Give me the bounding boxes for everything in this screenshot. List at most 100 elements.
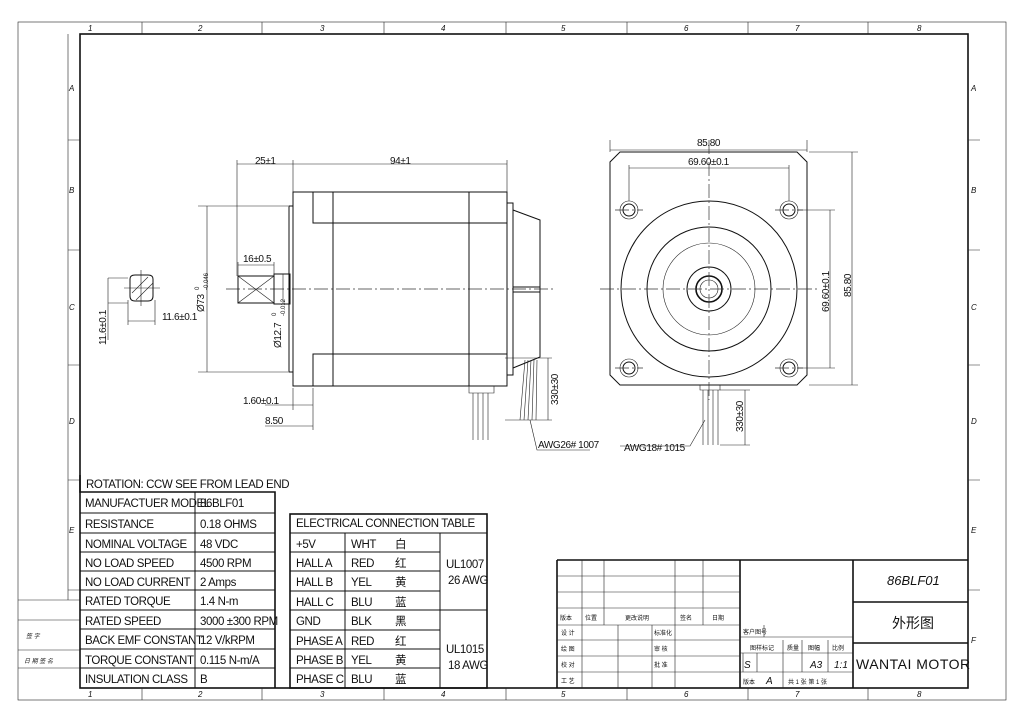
dim-hole-spacing: 69.60±0.1 bbox=[688, 157, 730, 168]
connection-signal: GND bbox=[296, 616, 320, 628]
spec-value: 3000 ±300 RPM bbox=[200, 616, 278, 628]
spec-label: INSULATION CLASS bbox=[85, 674, 188, 686]
row-e: E bbox=[69, 526, 75, 535]
col-2-bottom: 2 bbox=[197, 690, 203, 699]
row-a-right: A bbox=[970, 84, 976, 93]
row-a: A bbox=[68, 84, 74, 93]
connection-color: BLU bbox=[351, 674, 372, 686]
col-1-bottom: 1 bbox=[88, 690, 92, 699]
dim-pilot-tol-upper: 0 bbox=[195, 286, 201, 290]
row-c-right: C bbox=[971, 303, 977, 312]
row-b: B bbox=[69, 186, 75, 195]
mark-label: 图样标记 bbox=[750, 644, 774, 652]
connection-signal: PHASE C bbox=[296, 674, 344, 686]
specs-table: ROTATION: CCW SEE FROM LEAD END MANUFACT… bbox=[79, 475, 290, 688]
spec-label: NOMINAL VOLTAGE bbox=[85, 539, 188, 551]
dim-pilot-height: 1.60±0.1 bbox=[243, 396, 279, 407]
mark-value: S bbox=[744, 660, 751, 671]
col-7: 7 bbox=[795, 24, 800, 33]
sign-drawing: 绘 图 bbox=[561, 645, 575, 653]
spec-value: 48 VDC bbox=[200, 539, 238, 551]
spec-value: 1.4 N-m bbox=[200, 596, 238, 608]
dim-shaft-dia: Ø12.7 bbox=[273, 322, 284, 348]
rev-header-description: 更改说明 bbox=[625, 614, 649, 622]
spec-value: 0.115 N-m/A bbox=[200, 655, 260, 667]
spec-label: MANUFACTUER MODEL bbox=[85, 498, 211, 510]
connection-color: RED bbox=[351, 636, 374, 648]
connection-signal: HALL B bbox=[296, 577, 334, 589]
spec-label: BACK EMF CONSTANT bbox=[85, 635, 203, 647]
connection-color: BLK bbox=[351, 616, 372, 628]
col-6-bottom: 6 bbox=[684, 690, 689, 699]
col-6: 6 bbox=[684, 24, 689, 33]
size-label: 图幅 bbox=[808, 644, 820, 652]
col-8-bottom: 8 bbox=[917, 690, 922, 699]
rev-header-date: 日期 bbox=[712, 614, 724, 622]
side-label-sign: 签 字 bbox=[26, 632, 41, 640]
col-3: 3 bbox=[320, 24, 325, 33]
connection-color: BLU bbox=[351, 597, 372, 609]
version-label: 版本 bbox=[743, 678, 755, 686]
inner-frame bbox=[79, 33, 969, 689]
title-drawing-name: 外形图 bbox=[892, 615, 934, 631]
cable1-gauge: 26 AWG bbox=[448, 575, 488, 587]
dim-shaft-tol-upper: 0 bbox=[272, 312, 278, 316]
col-4-bottom: 4 bbox=[441, 690, 446, 699]
wire-label-awg26: AWG26# 1007 bbox=[538, 440, 600, 451]
col-5: 5 bbox=[561, 24, 566, 33]
col-3-bottom: 3 bbox=[320, 690, 325, 699]
dim-flat-length: 16±0.5 bbox=[243, 254, 272, 265]
sign-review: 审 核 bbox=[654, 645, 668, 653]
dim-front-width: 85.80 bbox=[697, 138, 721, 149]
spec-value: B bbox=[200, 674, 208, 686]
sign-design: 设 计 bbox=[561, 629, 575, 637]
sign-process: 工 艺 bbox=[561, 677, 575, 685]
connection-color-cn: 蓝 bbox=[395, 596, 406, 609]
col-2: 2 bbox=[197, 24, 203, 33]
connection-signal: +5V bbox=[296, 539, 316, 551]
connection-color: YEL bbox=[351, 577, 373, 589]
connection-color: WHT bbox=[351, 539, 376, 551]
row-d: D bbox=[69, 417, 75, 426]
dim-pilot-dia: Ø73 bbox=[196, 293, 207, 312]
connection-color-cn: 黄 bbox=[395, 575, 406, 589]
connection-color-cn: 黑 bbox=[395, 615, 406, 628]
frame-dividers bbox=[18, 22, 980, 700]
mass-label: 质量 bbox=[787, 644, 799, 652]
rotation-note: ROTATION: CCW SEE FROM LEAD END bbox=[86, 479, 289, 491]
dim-flange-thick: 8.50 bbox=[265, 416, 284, 427]
scale-value: 1:1 bbox=[834, 660, 848, 671]
col-1: 1 bbox=[88, 24, 92, 33]
row-b-right: B bbox=[971, 186, 977, 195]
row-f-right: F bbox=[971, 636, 977, 645]
rev-header-version: 版本 bbox=[560, 614, 572, 622]
spec-value: 12 V/kRPM bbox=[200, 635, 255, 647]
sheet-count: 共 1 张 第 1 张 bbox=[788, 678, 827, 686]
sign-standardization: 标准化 bbox=[654, 629, 672, 637]
outer-frame bbox=[17, 21, 1007, 701]
size-value: A3 bbox=[809, 660, 823, 671]
connection-signal: PHASE B bbox=[296, 655, 344, 667]
title-company: WANTAI MOTOR bbox=[856, 656, 971, 672]
row-e-right: E bbox=[971, 526, 977, 535]
dim-front-height: 85.80 bbox=[843, 273, 854, 297]
spec-label: NO LOAD SPEED bbox=[85, 558, 174, 570]
rev-header-position: 位置 bbox=[585, 614, 597, 622]
connection-table-title: ELECTRICAL CONNECTION TABLE bbox=[296, 518, 476, 530]
cable1-type: UL1007 bbox=[446, 559, 484, 571]
dim-flat-width: 11.6±0.1 bbox=[162, 312, 198, 323]
sign-approve: 批 准 bbox=[654, 661, 668, 669]
connection-signal: PHASE A bbox=[296, 636, 343, 648]
sign-check: 校 对 bbox=[561, 661, 575, 669]
col-7-bottom: 7 bbox=[795, 690, 800, 699]
spec-label: NO LOAD CURRENT bbox=[85, 577, 191, 589]
connection-signal: HALL C bbox=[296, 597, 334, 609]
dim-shaft-length: 25±1 bbox=[255, 156, 276, 167]
connection-color-cn: 红 bbox=[395, 557, 406, 570]
cable2-gauge: 18 AWG bbox=[448, 660, 488, 672]
customer-drawing-no-label: 客户图号 bbox=[743, 628, 767, 636]
col-8: 8 bbox=[917, 24, 922, 33]
dim-flat-height: 11.6±0.1 bbox=[98, 309, 109, 345]
